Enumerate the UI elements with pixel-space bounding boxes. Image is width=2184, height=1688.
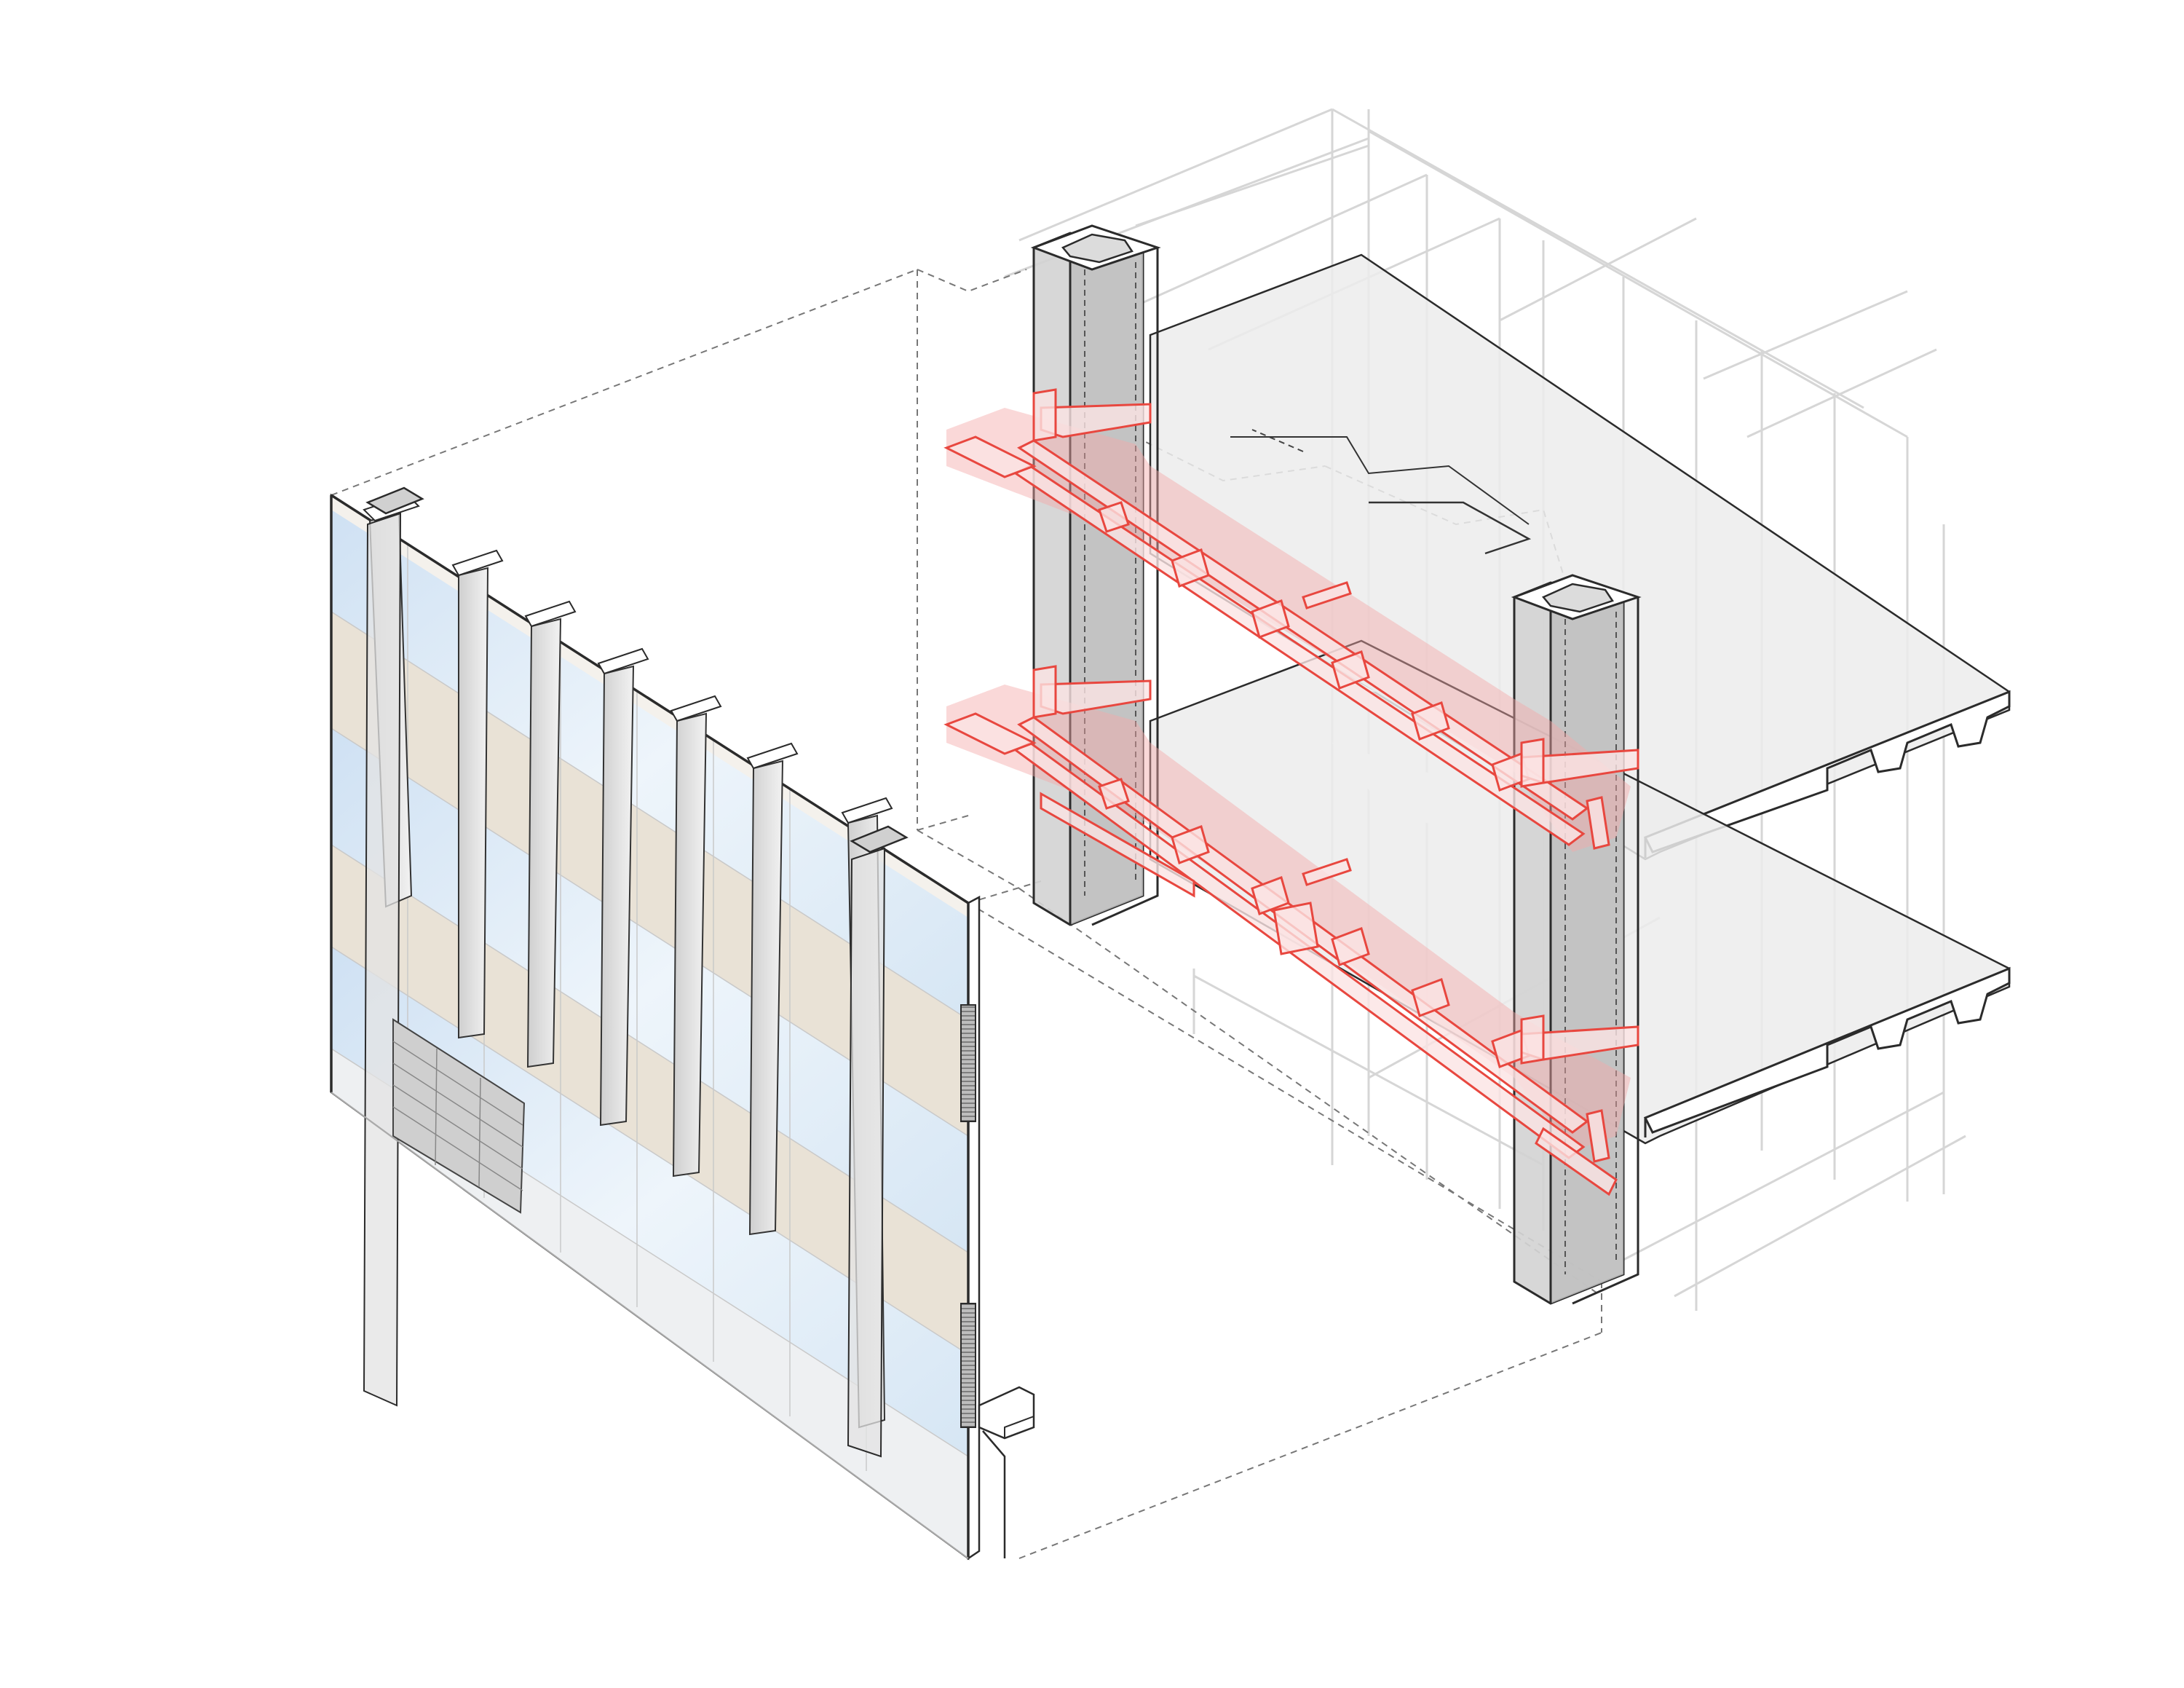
steel-support-bracket-upper: [943, 388, 1639, 852]
glazing-band-upper: [331, 510, 968, 1019]
vent-grille-upper: [960, 1004, 976, 1122]
fin-2: [458, 567, 489, 1039]
concrete-column-right: [1511, 574, 1642, 1305]
base-ledge: [978, 1386, 1035, 1440]
fin-5: [672, 712, 708, 1178]
glazing-band-middle: [331, 728, 968, 1253]
steel-support-bracket-lower: [943, 665, 1639, 1196]
fin-3: [526, 618, 562, 1068]
fin-4: [599, 665, 635, 1127]
spandrel-band-upper: [331, 612, 968, 1136]
fin-6: [748, 760, 784, 1236]
facade-panel-system: [330, 486, 1035, 1561]
louvre-panel-block: [392, 1018, 526, 1214]
vent-grille-lower: [960, 1303, 976, 1428]
concrete-column-left: [1030, 224, 1161, 926]
glazing-band-lower: [331, 947, 968, 1456]
spandrel-band-lower: [331, 845, 968, 1354]
